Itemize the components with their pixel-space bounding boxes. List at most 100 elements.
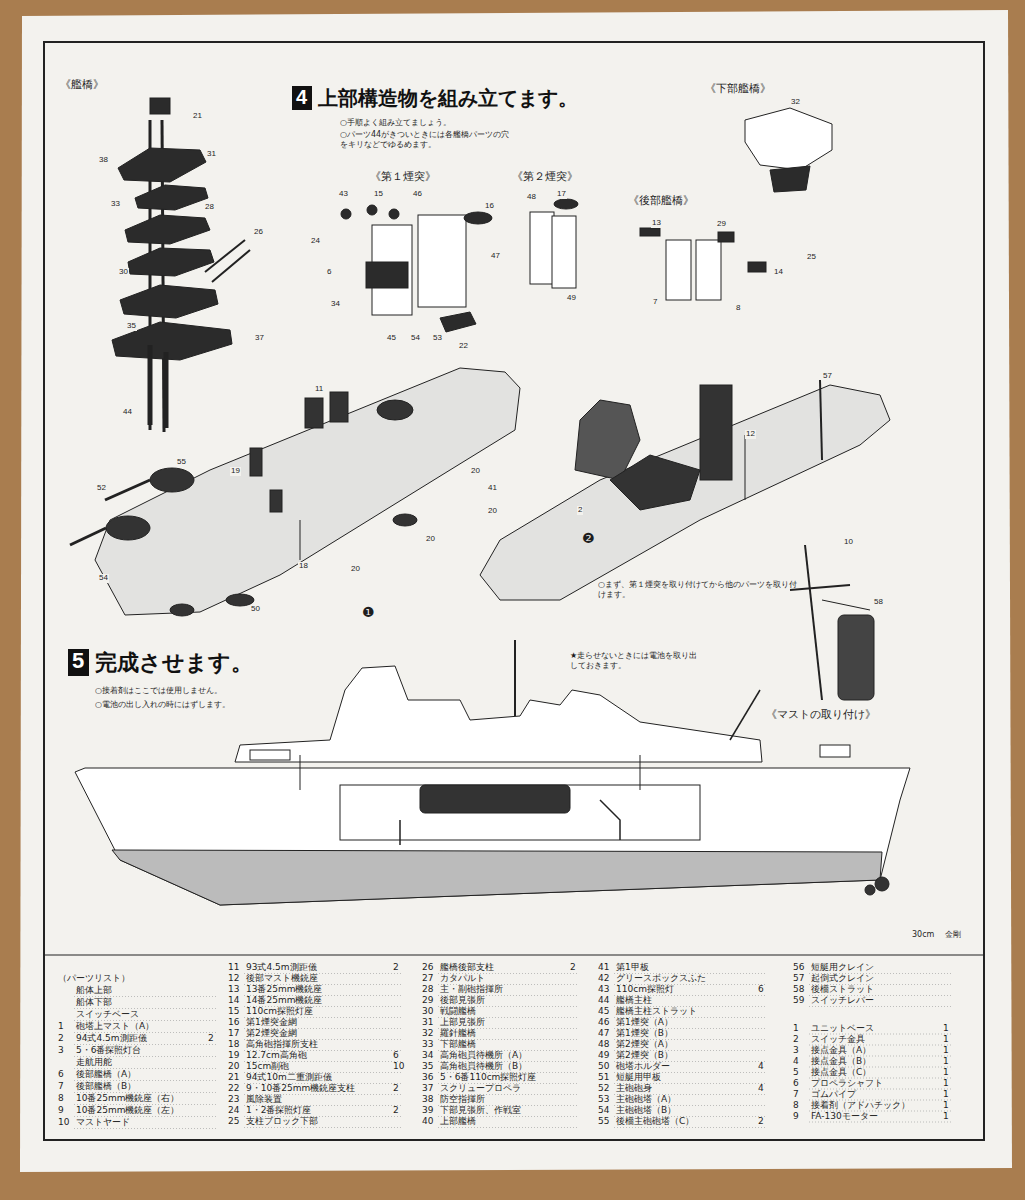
part-name: 第2煙突金網 bbox=[246, 1028, 297, 1039]
part-number: 37 bbox=[422, 1083, 433, 1094]
callout-number: 57 bbox=[822, 372, 833, 381]
callout-number: 20 bbox=[425, 535, 436, 544]
row-rule bbox=[74, 1080, 216, 1081]
part-number: 8 bbox=[793, 1100, 799, 1111]
callout-number: 37 bbox=[254, 334, 265, 343]
row-rule bbox=[74, 1104, 216, 1105]
part-quantity: 1 bbox=[943, 1034, 949, 1045]
callout-number: 30 bbox=[118, 268, 129, 277]
part-name: 第1煙突金網 bbox=[246, 1017, 297, 1028]
part-name: 主砲砲塔（B） bbox=[616, 1105, 676, 1116]
part-name: 10番25mm機銃座（左） bbox=[76, 1105, 179, 1116]
part-number: 51 bbox=[598, 1072, 609, 1083]
callout-number: 48 bbox=[526, 193, 537, 202]
part-number: 18 bbox=[228, 1039, 239, 1050]
callout-number: 45 bbox=[386, 334, 397, 343]
funnel-1-parts bbox=[341, 205, 492, 332]
part-number: 4 bbox=[793, 1056, 799, 1067]
callout-number: 35 bbox=[126, 322, 137, 331]
part-name: 5・6番探照灯台 bbox=[76, 1045, 141, 1056]
part-number: 16 bbox=[228, 1017, 239, 1028]
part-name: FA-130モーター bbox=[811, 1111, 878, 1122]
part-number: 21 bbox=[228, 1072, 239, 1083]
callout-number: 19 bbox=[230, 467, 241, 476]
part-number: 58 bbox=[793, 984, 804, 995]
part-number: 27 bbox=[422, 973, 433, 984]
part-name: 後檣ストラット bbox=[811, 984, 874, 995]
part-quantity: 2 bbox=[570, 962, 576, 973]
part-number: 6 bbox=[793, 1078, 799, 1089]
row-rule bbox=[74, 1020, 216, 1021]
callout-number: 18 bbox=[298, 562, 309, 571]
row-rule bbox=[74, 1032, 216, 1033]
part-quantity: 4 bbox=[758, 1061, 764, 1072]
callout-number: 41 bbox=[487, 484, 498, 493]
bridge-parts bbox=[112, 98, 250, 432]
row-rule bbox=[244, 1127, 401, 1128]
part-number: 10 bbox=[58, 1117, 69, 1128]
callout-number: 22 bbox=[458, 342, 469, 351]
part-number: 40 bbox=[422, 1116, 433, 1127]
part-number: 8 bbox=[58, 1093, 64, 1104]
step-heading: 上部構造物を組み立てます。 bbox=[318, 86, 578, 110]
part-number: 24 bbox=[228, 1105, 239, 1116]
part-number: 53 bbox=[598, 1094, 609, 1105]
part-quantity: 1 bbox=[943, 1111, 949, 1122]
section-label: 《第１煙突》 bbox=[370, 170, 436, 183]
callout-number: 6 bbox=[326, 268, 332, 277]
part-name: 94式4.5m測距儀 bbox=[76, 1033, 147, 1044]
sub-step: ❶ bbox=[362, 604, 375, 621]
part-name: 10番25mm機銃座（右） bbox=[76, 1093, 179, 1104]
part-name: 艦橋主柱 bbox=[616, 995, 652, 1006]
part-name: 下部見張所、作戦室 bbox=[440, 1105, 521, 1116]
callout-number: 26 bbox=[253, 228, 264, 237]
part-number: 39 bbox=[422, 1105, 433, 1116]
frame bbox=[44, 42, 984, 1140]
part-number: 33 bbox=[422, 1039, 433, 1050]
part-number: 7 bbox=[58, 1081, 64, 1092]
part-quantity: 6 bbox=[393, 1050, 399, 1061]
part-name: 短艇用甲板 bbox=[616, 1072, 661, 1083]
part-quantity: 10 bbox=[393, 1061, 404, 1072]
callout-number: 44 bbox=[122, 408, 133, 417]
hull-step-2 bbox=[480, 380, 890, 600]
part-number: 47 bbox=[598, 1028, 609, 1039]
part-name: 主砲砲塔（A） bbox=[616, 1094, 676, 1105]
part-number: 55 bbox=[598, 1116, 609, 1127]
part-name: 艦橋主柱ストラット bbox=[616, 1006, 697, 1017]
part-name: 第1煙突（A） bbox=[616, 1017, 673, 1028]
part-number: 34 bbox=[422, 1050, 433, 1061]
part-name: 1・2番探照灯座 bbox=[246, 1105, 311, 1116]
section-label: 《下部艦橋》 bbox=[705, 82, 771, 95]
part-quantity: 1 bbox=[943, 1067, 949, 1078]
step-number-box: 4上部構造物を組み立てます。 bbox=[292, 86, 312, 110]
callout-number: 33 bbox=[110, 200, 121, 209]
part-number: 3 bbox=[793, 1045, 799, 1056]
row-rule bbox=[438, 1127, 578, 1128]
part-number: 5 bbox=[793, 1067, 799, 1078]
part-quantity: 1 bbox=[943, 1078, 949, 1089]
callout-number: 32 bbox=[790, 98, 801, 107]
callout-number: 46 bbox=[412, 190, 423, 199]
callout-number: 54 bbox=[410, 334, 421, 343]
part-number: 31 bbox=[422, 1017, 433, 1028]
part-number: 2 bbox=[793, 1034, 799, 1045]
part-quantity: 2 bbox=[758, 1116, 764, 1127]
part-number: 9 bbox=[58, 1105, 64, 1116]
note: ○まず、第１煙突を取り付けてから他のパーツを取り付けます。 bbox=[598, 580, 798, 599]
part-name: 砲塔上マスト（A） bbox=[76, 1021, 154, 1032]
part-name: 羅針艦橋 bbox=[440, 1028, 476, 1039]
part-number: 57 bbox=[793, 973, 804, 984]
part-name: 110cm探照灯 bbox=[616, 984, 674, 995]
part-name: 短艇用クレイン bbox=[811, 962, 874, 973]
row-rule bbox=[74, 1128, 216, 1129]
callout-number: 55 bbox=[176, 458, 187, 467]
callout-number: 10 bbox=[843, 538, 854, 547]
part-name: 接着剤（アドハチック） bbox=[811, 1100, 910, 1111]
step-number: 5 bbox=[68, 649, 89, 673]
part-quantity: 1 bbox=[943, 1045, 949, 1056]
rear-bridge-parts bbox=[640, 228, 766, 300]
part-name: 防空指揮所 bbox=[440, 1094, 485, 1105]
